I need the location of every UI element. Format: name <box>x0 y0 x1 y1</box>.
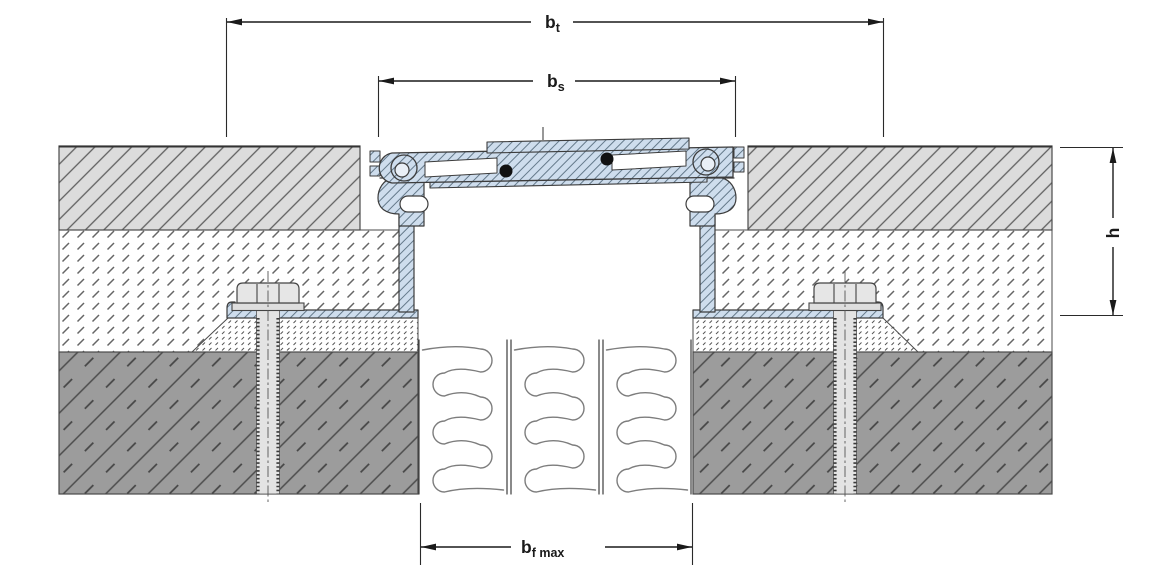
screw-head-right <box>600 152 614 166</box>
edge-tab-right <box>733 161 745 173</box>
edge-tab-right <box>733 146 745 159</box>
bedding-mortar-blockout-right <box>692 317 920 353</box>
dimension-bs: bs <box>377 71 737 137</box>
dim-h-label: h <box>1103 228 1123 239</box>
wool-strip <box>510 339 600 495</box>
floor-finish-left <box>58 145 361 231</box>
frame-groove-left <box>399 195 429 213</box>
edge-tab-left <box>369 150 381 163</box>
slotted-hole-right <box>611 150 687 171</box>
mineral-wool-filler <box>418 339 692 495</box>
slab-left <box>58 145 419 495</box>
slab-right <box>692 145 1053 495</box>
dimension-bf-max: bf max <box>419 503 694 565</box>
hinge-pin-left <box>394 162 410 178</box>
hinge-pin-right <box>700 156 716 172</box>
dimensions: bt bs bf max <box>225 12 1123 565</box>
dimension-bt: bt <box>225 12 885 137</box>
bedding-mortar-blockout-left <box>190 317 419 353</box>
screw-head-left <box>499 164 513 178</box>
frame-groove-right <box>685 195 715 213</box>
structural-concrete-right <box>692 351 1053 495</box>
dim-bt-label: bt <box>545 12 561 35</box>
dim-bf-label: bf max <box>521 537 564 560</box>
floor-finish-right <box>747 145 1053 231</box>
wool-strip <box>418 339 508 495</box>
dim-bs-label: bs <box>547 71 565 94</box>
slotted-hole-left <box>424 157 498 178</box>
edge-tab-left <box>369 165 381 177</box>
cover-top-plate <box>486 137 690 154</box>
dimension-h: h <box>1060 146 1123 317</box>
wool-strip <box>602 339 692 495</box>
structural-concrete-left <box>58 351 419 495</box>
